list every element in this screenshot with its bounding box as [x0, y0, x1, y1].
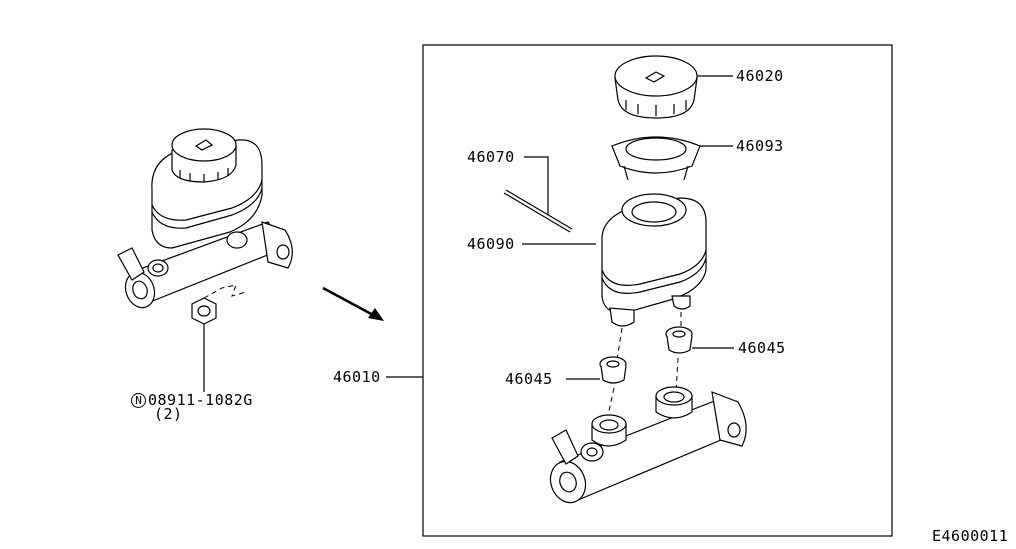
direction-arrow: [322, 286, 384, 321]
grommet-left: [599, 356, 627, 384]
figure-code: E4600011: [932, 527, 1009, 545]
label-grommet-right: 46045: [738, 339, 786, 357]
label-pin: 46070: [467, 148, 515, 166]
label-cap: 46020: [736, 67, 784, 85]
exploded-view-frame: [422, 44, 893, 537]
cylinder-body: [549, 386, 747, 504]
label-grommet-left: 46045: [505, 370, 553, 388]
label-strainer: 46093: [736, 137, 784, 155]
label-master-cylinder: 46010: [333, 368, 381, 386]
pin: [503, 189, 573, 233]
reservoir-cap: [614, 55, 698, 119]
label-nut-qty: (2): [154, 405, 183, 423]
label-reservoir: 46090: [467, 235, 515, 253]
label-nut-part: 08911-1082G: [148, 391, 253, 409]
grommet-right: [665, 326, 693, 354]
strainer: [611, 136, 701, 181]
n-symbol-icon: N: [131, 393, 146, 408]
reservoir: [601, 193, 707, 327]
assembled-master-cylinder: [117, 128, 293, 392]
